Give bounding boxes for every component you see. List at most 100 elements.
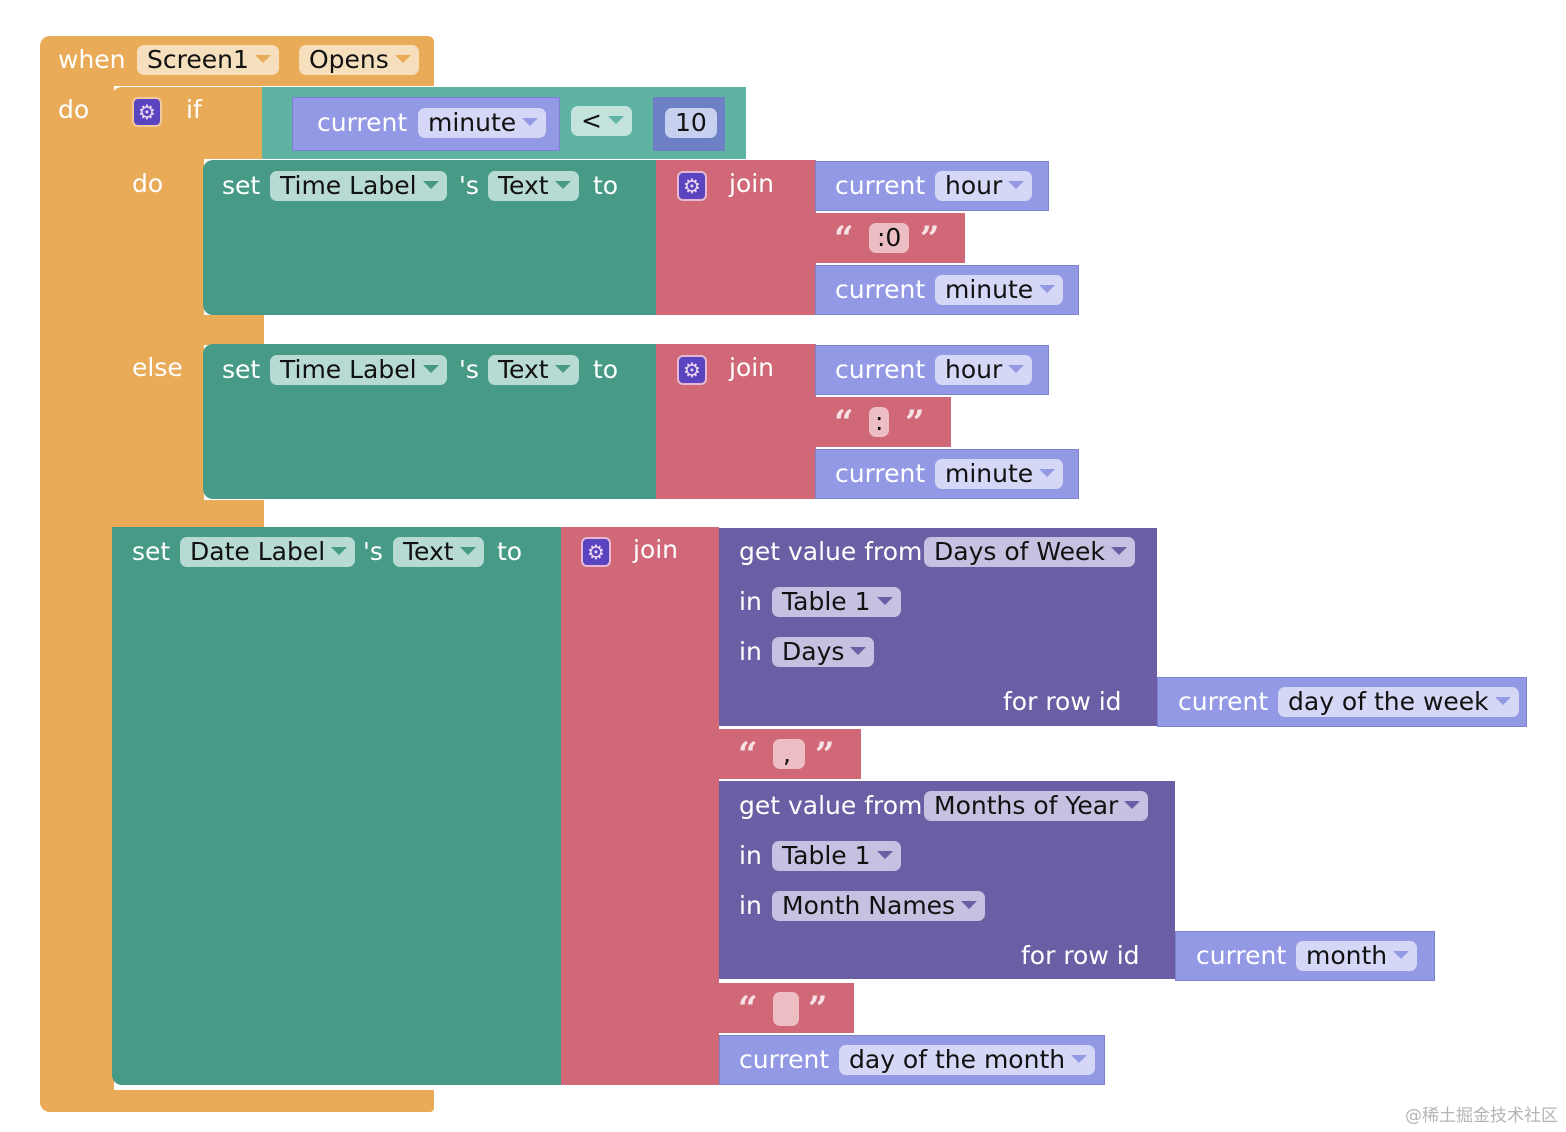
set-label: set [132,537,171,566]
when-label: when [58,45,126,74]
component-dropdown-text: Time Label [280,355,417,384]
component-dropdown-date-label[interactable]: Date Label [180,537,356,567]
close-quote-icon: ” [920,219,940,259]
table-dropdown-text: Table 1 [782,587,871,616]
to-label: to [593,355,619,384]
open-quote-icon: “ [738,735,758,775]
close-quote-icon: ” [815,735,835,775]
event-dropdown-opens[interactable]: Opens [299,45,419,75]
gear-icon[interactable]: ⚙ [677,355,707,385]
join-label: join [729,169,775,198]
to-label: to [497,537,523,566]
chevron-down-icon [876,851,893,859]
property-dropdown-text[interactable]: Text [393,537,484,567]
chevron-down-icon [522,118,539,126]
component-dropdown-screen1[interactable]: Screen1 [137,45,279,75]
time-unit-dropdown[interactable]: minute [935,459,1064,489]
time-unit-dropdown[interactable]: hour [935,355,1033,385]
for-row-id-label: for row id [1021,941,1140,970]
component-dropdown-time-label[interactable]: Time Label [270,171,447,201]
property-dropdown-value: Text [498,355,549,384]
component-dropdown-text: Date Label [190,537,326,566]
data-source-dropdown[interactable]: Days of Week [924,537,1135,567]
chevron-down-icon [1393,951,1410,959]
time-unit-dropdown[interactable]: hour [935,171,1033,201]
if-mid-bar [112,315,264,345]
data-source-dropdown-text: Days of Week [934,537,1105,566]
time-unit-dropdown-text: minute [428,108,517,137]
text-value-field[interactable]: : [869,407,890,437]
chevron-down-icon [394,55,411,63]
current-label: current [835,275,926,304]
event-do-rail [40,84,114,1112]
current-hour-block[interactable] [815,161,1049,211]
property-dropdown-value: Text [403,537,454,566]
set-label: set [222,171,261,200]
operator-dropdown-text: < [581,106,602,135]
event-dropdown-text: Opens [309,45,389,74]
data-source-dropdown-text: Months of Year [934,791,1119,820]
set-label: set [222,355,261,384]
column-dropdown[interactable]: Days [772,637,875,667]
data-source-dropdown[interactable]: Months of Year [924,791,1149,821]
in-label: in [739,891,762,920]
component-dropdown-text: Screen1 [147,45,249,74]
time-unit-dropdown[interactable]: day of the month [839,1045,1096,1075]
chevron-down-icon [1110,547,1127,555]
get-value-from-label: get value from [739,537,923,566]
table-dropdown-text: Table 1 [782,841,871,870]
open-quote-icon: “ [834,403,854,443]
time-unit-dropdown-text: month [1306,941,1388,970]
time-unit-dropdown[interactable]: month [1296,941,1418,971]
current-label: current [835,171,926,200]
join-label: join [633,535,679,564]
in-label: in [739,587,762,616]
text-value-field[interactable]: , [773,739,805,769]
property-dropdown-text[interactable]: Text [488,171,579,201]
set-date-label-block[interactable] [112,527,562,1085]
if-do-label: do [132,169,164,198]
chevron-down-icon [1039,469,1056,477]
chevron-down-icon [876,597,893,605]
property-dropdown-value: Text [498,171,549,200]
table-dropdown[interactable]: Table 1 [772,587,901,617]
open-quote-icon: “ [738,989,758,1029]
possessive-label: 's [363,537,383,566]
chevron-down-icon [331,547,348,555]
chevron-down-icon [1008,181,1025,189]
time-unit-dropdown-text: day of the week [1288,687,1489,716]
chevron-down-icon [422,365,439,373]
else-label: else [132,353,183,382]
chevron-down-icon [850,647,867,655]
column-dropdown[interactable]: Month Names [772,891,986,921]
gear-icon[interactable]: ⚙ [677,171,707,201]
chevron-down-icon [1008,365,1025,373]
for-row-id-label: for row id [1003,687,1122,716]
gear-icon[interactable]: ⚙ [581,537,611,567]
join-block-date[interactable] [561,527,719,1085]
column-dropdown-text: Month Names [782,891,956,920]
text-value-field[interactable] [773,992,799,1026]
gear-icon[interactable]: ⚙ [132,97,162,127]
text-value-field[interactable]: :0 [869,223,910,253]
table-dropdown[interactable]: Table 1 [772,841,901,871]
component-dropdown-text: Time Label [280,171,417,200]
operator-dropdown[interactable]: < [571,106,632,136]
watermark: @稀土掘金技术社区 [1405,1106,1558,1126]
property-dropdown-text[interactable]: Text [488,355,579,385]
current-label: current [1178,687,1269,716]
time-unit-dropdown[interactable]: day of the week [1278,687,1519,717]
time-unit-dropdown[interactable]: minute [935,275,1064,305]
current-label: current [739,1045,830,1074]
chevron-down-icon [1039,285,1056,293]
possessive-label: 's [459,171,479,200]
open-quote-icon: “ [834,219,854,259]
time-unit-dropdown[interactable]: minute [418,108,547,138]
event-bottom-bar [40,1090,434,1112]
get-value-from-label: get value from [739,791,923,820]
chevron-down-icon [422,181,439,189]
component-dropdown-time-label[interactable]: Time Label [270,355,447,385]
column-dropdown-text: Days [782,637,845,666]
chevron-down-icon [1494,697,1511,705]
number-value-field[interactable]: 10 [665,108,717,138]
